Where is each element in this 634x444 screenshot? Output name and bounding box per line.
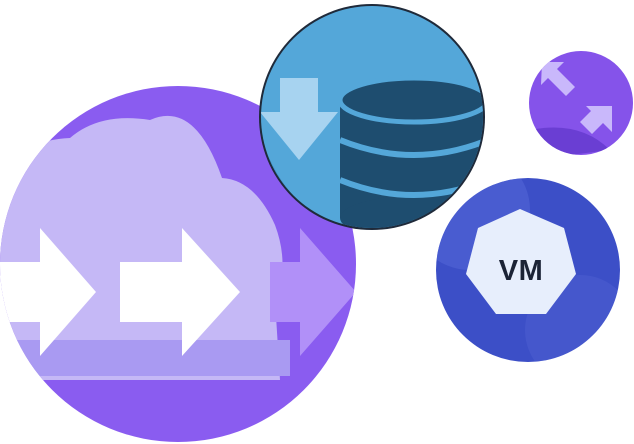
arrow-outer <box>270 228 356 356</box>
arrow-white-2 <box>120 228 240 356</box>
vm-label: VM <box>499 255 544 287</box>
download-arrow-icon <box>261 78 338 160</box>
arrow-top-left-icon <box>541 62 575 96</box>
vm-heptagon <box>466 209 576 314</box>
arrow-bottom-right-icon <box>580 106 612 134</box>
arrow-white-1 <box>0 228 96 356</box>
